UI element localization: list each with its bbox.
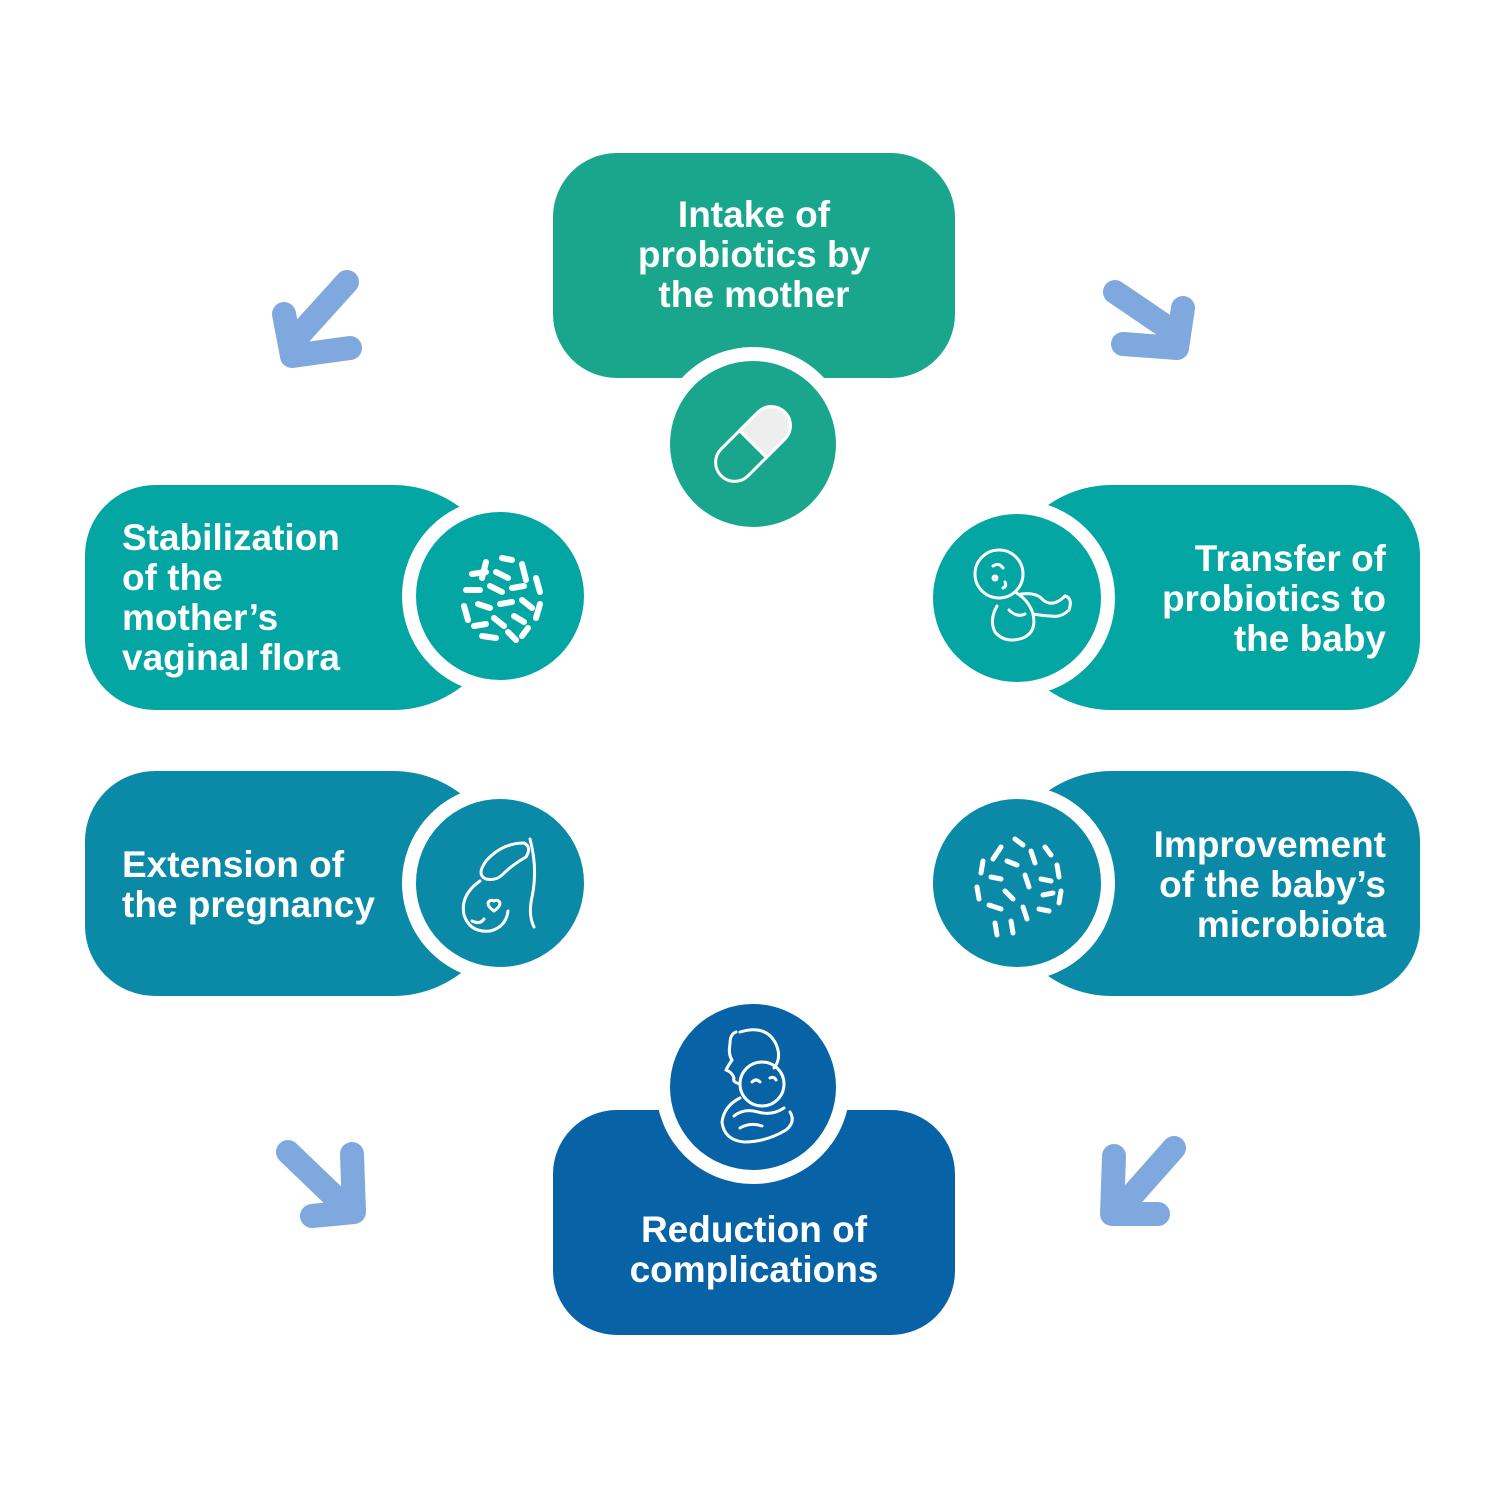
arrow-down-left-icon bbox=[272, 270, 362, 368]
microbiota-icon bbox=[974, 836, 1064, 938]
pregnant-belly-icon bbox=[461, 837, 537, 933]
arrow-down-right-icon bbox=[1103, 280, 1195, 360]
step-label-extension: Extension of the pregnancy bbox=[122, 844, 375, 925]
mother-holding-baby-icon bbox=[720, 1028, 794, 1144]
step-label-transfer: Transfer of probiotics to the baby bbox=[1161, 538, 1386, 659]
arrow-down-left-icon bbox=[1100, 1136, 1186, 1226]
step-box-intake bbox=[553, 153, 955, 378]
icon-circle-transfer bbox=[919, 500, 1115, 696]
icon-circle-intake bbox=[656, 347, 850, 541]
icon-circle-reduction bbox=[656, 990, 850, 1184]
bacteria-cluster-icon bbox=[461, 555, 543, 643]
step-label-stabilization: Stabilization of the mother’s vaginal fl… bbox=[122, 517, 340, 678]
newborn-baby-icon bbox=[973, 548, 1072, 642]
icon-circle-improvement bbox=[919, 785, 1115, 981]
icon-circle-stabilization bbox=[402, 498, 598, 694]
icon-circle-extension bbox=[402, 785, 598, 981]
step-label-improvement: Improvement of the baby’s microbiota bbox=[1153, 824, 1386, 945]
step-label-reduction: Reduction of complications bbox=[629, 1209, 879, 1290]
arrow-down-right-icon bbox=[276, 1140, 366, 1228]
step-label-intake: Intake of probiotics by the mother bbox=[637, 194, 871, 315]
capsule-icon bbox=[714, 405, 792, 483]
